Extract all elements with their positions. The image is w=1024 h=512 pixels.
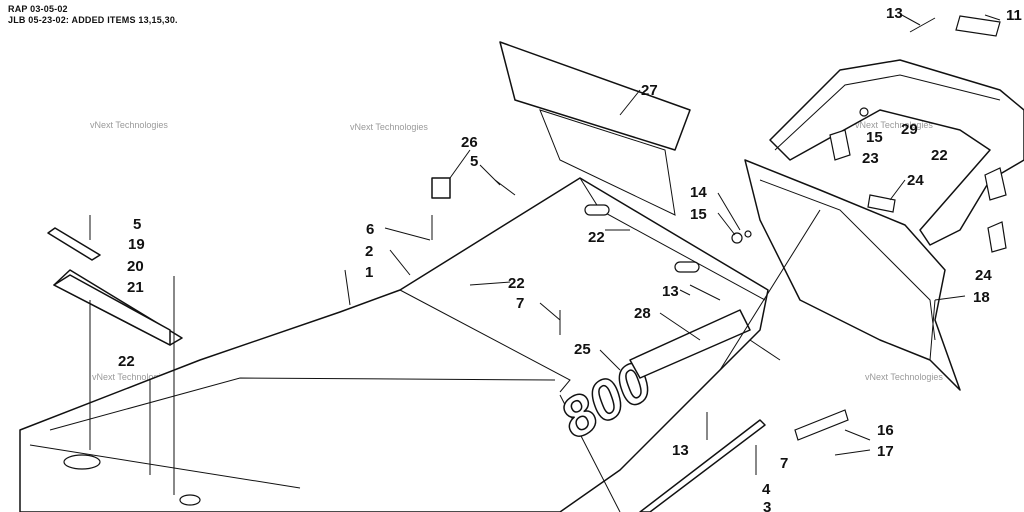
callout-5: 5 [470, 153, 478, 170]
part-18-rear-bumper [744, 159, 961, 391]
callout-24: 23 [862, 150, 879, 167]
part-1-tunnel-panel [19, 177, 769, 512]
callout-7: 7 [780, 455, 788, 472]
watermark: vNext Technologies [90, 120, 168, 130]
callout-6: 6 [366, 221, 374, 238]
callout-20: 20 [127, 258, 144, 275]
callout-26: 25 [574, 341, 591, 358]
revision-note-1: RAP 03-05-02 [8, 4, 68, 14]
callout-22: 22 [508, 275, 525, 292]
part-4-rail [639, 419, 766, 512]
leader-lines [89, 13, 1001, 495]
watermark: vNext Technologies [855, 120, 933, 130]
callout-11: 11 [1006, 7, 1022, 24]
part-25-clip [867, 194, 896, 213]
watermark: vNext Technologies [350, 122, 428, 132]
callout-4: 4 [762, 481, 771, 498]
callout-14: 14 [690, 184, 707, 201]
callout-30: 29 [901, 121, 918, 138]
callout-13: 13 [672, 442, 689, 459]
callout-24: 24 [975, 267, 992, 284]
callout-29: 28 [634, 305, 651, 322]
callout-18: 18 [973, 289, 990, 306]
watermark: vNext Technologies [865, 372, 943, 382]
callout-2: 2 [365, 243, 373, 260]
part-16-plate [794, 409, 849, 441]
callout-23: 22 [931, 147, 948, 164]
callout-16: 16 [877, 422, 894, 439]
callout-19: 19 [128, 236, 145, 253]
callout-13: 13 [662, 283, 679, 300]
callout-28: 27 [641, 82, 658, 99]
callout-15: 15 [690, 206, 707, 223]
callout-22: 22 [118, 353, 135, 370]
callout-17: 17 [877, 443, 894, 460]
callout-7: 7 [516, 295, 524, 312]
callout-13: 13 [886, 5, 903, 22]
callout-22: 22 [588, 229, 605, 246]
part-11-cap [955, 15, 1001, 37]
part-24-clip [987, 221, 1007, 253]
part-19-strap [47, 227, 101, 261]
part-27-tab [431, 177, 451, 199]
part-24-clip [829, 129, 851, 161]
callout-5: 5 [133, 216, 141, 233]
callout-1: 1 [365, 264, 373, 281]
callout-27: 26 [461, 134, 478, 151]
callout-21: 21 [127, 279, 144, 296]
part-23-grab-bar [769, 59, 1024, 246]
callout-15: 15 [866, 129, 883, 146]
fasteners [89, 17, 936, 475]
callout-3: 3 [763, 499, 771, 512]
parts-rear-hardware [639, 15, 1007, 512]
watermark: vNext Technologies [92, 372, 170, 382]
callout-25: 24 [907, 172, 924, 189]
callout-labels: 1 2 3 4 5 5 6 7 7 11 13 13 13 14 15 15 1… [118, 5, 1022, 512]
part-28-flap [499, 41, 691, 216]
part-21-bracket [53, 269, 183, 346]
revision-note-2: JLB 05-23-02: ADDED ITEMS 13,15,30. [8, 15, 178, 25]
